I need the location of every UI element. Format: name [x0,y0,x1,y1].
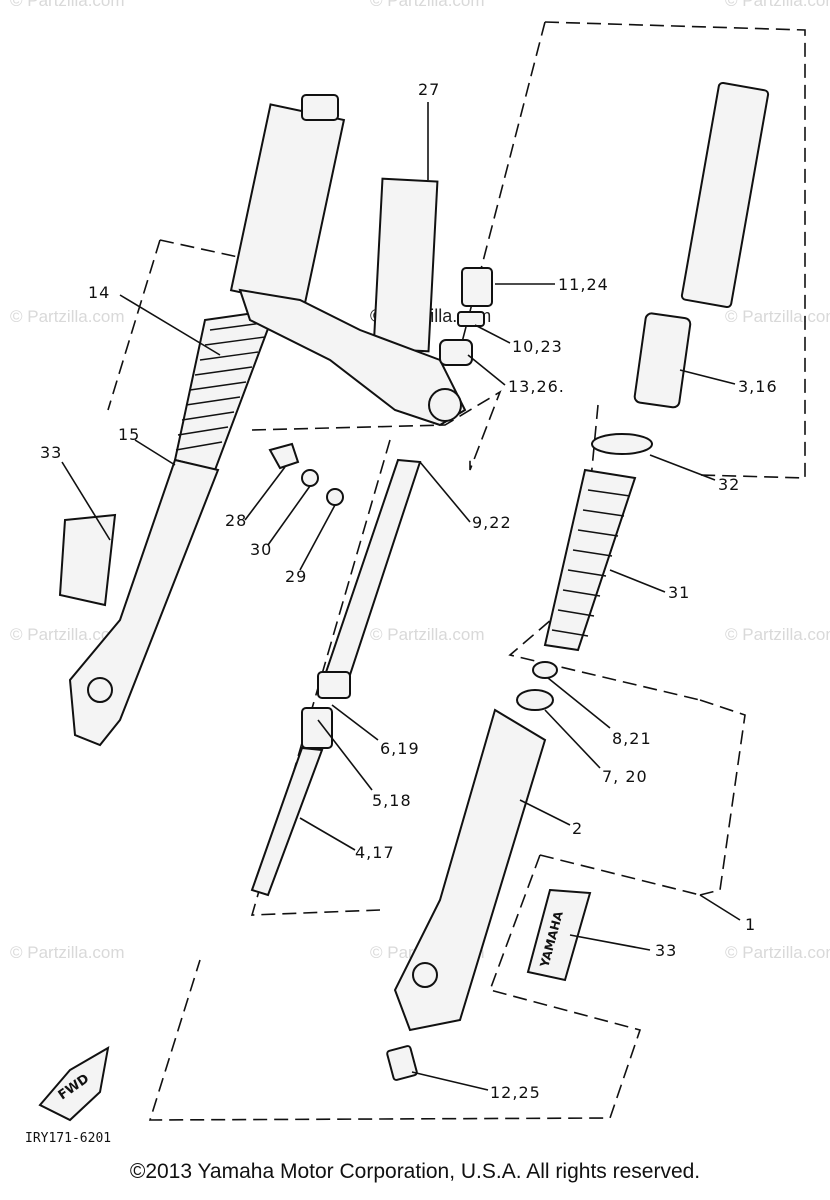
part-3-inner-tube [633,312,692,409]
left-inner-tube [229,103,346,308]
fwd-arrow-icon [38,1046,110,1122]
part-11-cap-bolt [461,267,493,307]
watermark-top-center: © Partzilla.com [370,0,485,10]
callout-5-18: 5,18 [372,791,412,810]
part-10-oring [457,311,485,327]
part-28-clip [268,442,300,470]
leader-lines [61,102,741,1091]
callout-8-21: 8,21 [612,729,652,748]
part-2-outer-tube [393,708,547,1032]
callout-4-17: 4,17 [355,843,395,862]
left-axle-boss [87,677,113,703]
callout-33-left: 33 [40,443,62,462]
part-5-piston [301,707,333,749]
callout-13-26: 13,26. [508,377,565,396]
watermark-row4-right: © Partzilla.com [725,943,830,962]
part-12-drain-bolt [386,1045,418,1081]
callout-31: 31 [668,583,690,602]
watermarks: © Partzilla.com © Partzilla.com © Partzi… [10,0,830,962]
boot-group-right [699,699,746,896]
callout-7-20: 7, 20 [602,767,648,786]
callout-14: 14 [88,283,110,302]
right-inner-tube-parts [543,81,770,652]
callout-32: 32 [718,475,740,494]
drawing-code: IRY171-6201 [25,1131,111,1146]
left-fork-group-left [107,239,161,411]
callout-2: 2 [572,819,583,838]
crown-and-stem [238,177,467,427]
top-cap-parts [439,267,493,366]
callout-6-19: 6,19 [380,739,420,758]
part-32-guide [591,433,653,455]
part-33-decal-right [526,888,592,982]
watermark-row2-right: © Partzilla.com [725,307,830,326]
watermark-top-right: © Partzilla.com [725,0,830,10]
callout-29: 29 [285,567,307,586]
callout-28: 28 [225,511,247,530]
part-7-seal [516,689,554,711]
part-6-ring [317,671,351,699]
callout-1: 1 [745,915,756,934]
crown-group-outline [251,390,502,471]
callout-15: 15 [118,425,140,444]
watermark-row4-left: © Partzilla.com [10,943,125,962]
inner-tube-group-outline [250,439,391,916]
lower-fork-group-outline [148,854,642,1121]
callout-27: 27 [418,80,440,99]
right-outer-tube: YAMAHA [386,661,592,1081]
callout-3-16: 3,16 [738,377,778,396]
clamp-hardware [268,442,344,506]
callout-9-22: 9,22 [472,513,512,532]
left-outer-tube [68,458,220,747]
watermark-row3-center: © Partzilla.com [370,625,485,644]
part-30-nut [301,469,319,487]
left-fork-assembly [58,94,346,747]
bracket-clamp-ring [428,388,462,422]
outer-tube-group-outline [544,21,806,479]
steering-stem [372,177,439,353]
part-8-clip [532,661,558,679]
decal-group-top [539,854,701,896]
callout-30: 30 [250,540,272,559]
part-13-bushing [439,339,473,366]
watermark-row2-left: © Partzilla.com [10,307,125,326]
callout-numbers: 27 14 15 33 11,24 10,23 13,26. 3,16 32 9… [40,80,778,1102]
left-top-bolt [301,94,339,121]
callout-33-right: 33 [655,941,677,960]
callout-11-24: 11,24 [558,275,609,294]
copyright-notice: ©2013 Yamaha Motor Corporation, U.S.A. A… [129,1160,701,1183]
left-fork-group-top [159,239,253,261]
callout-12-25: 12,25 [490,1083,541,1102]
part-4-damper-rod [250,746,324,897]
left-decal [58,513,117,607]
spring-and-rod [250,458,422,897]
right-axle-boss [412,962,438,988]
fwd-arrow: FWD [38,1046,110,1122]
callout-10-23: 10,23 [512,337,563,356]
part-31-boot [543,468,637,652]
watermark-row3-right: © Partzilla.com [725,625,830,644]
part-29-bolt [326,488,344,506]
inner-tube-upper [680,81,770,309]
watermark-top-left: © Partzilla.com [10,0,125,10]
watermark-row3-left: © Partzilla.com [10,625,125,644]
